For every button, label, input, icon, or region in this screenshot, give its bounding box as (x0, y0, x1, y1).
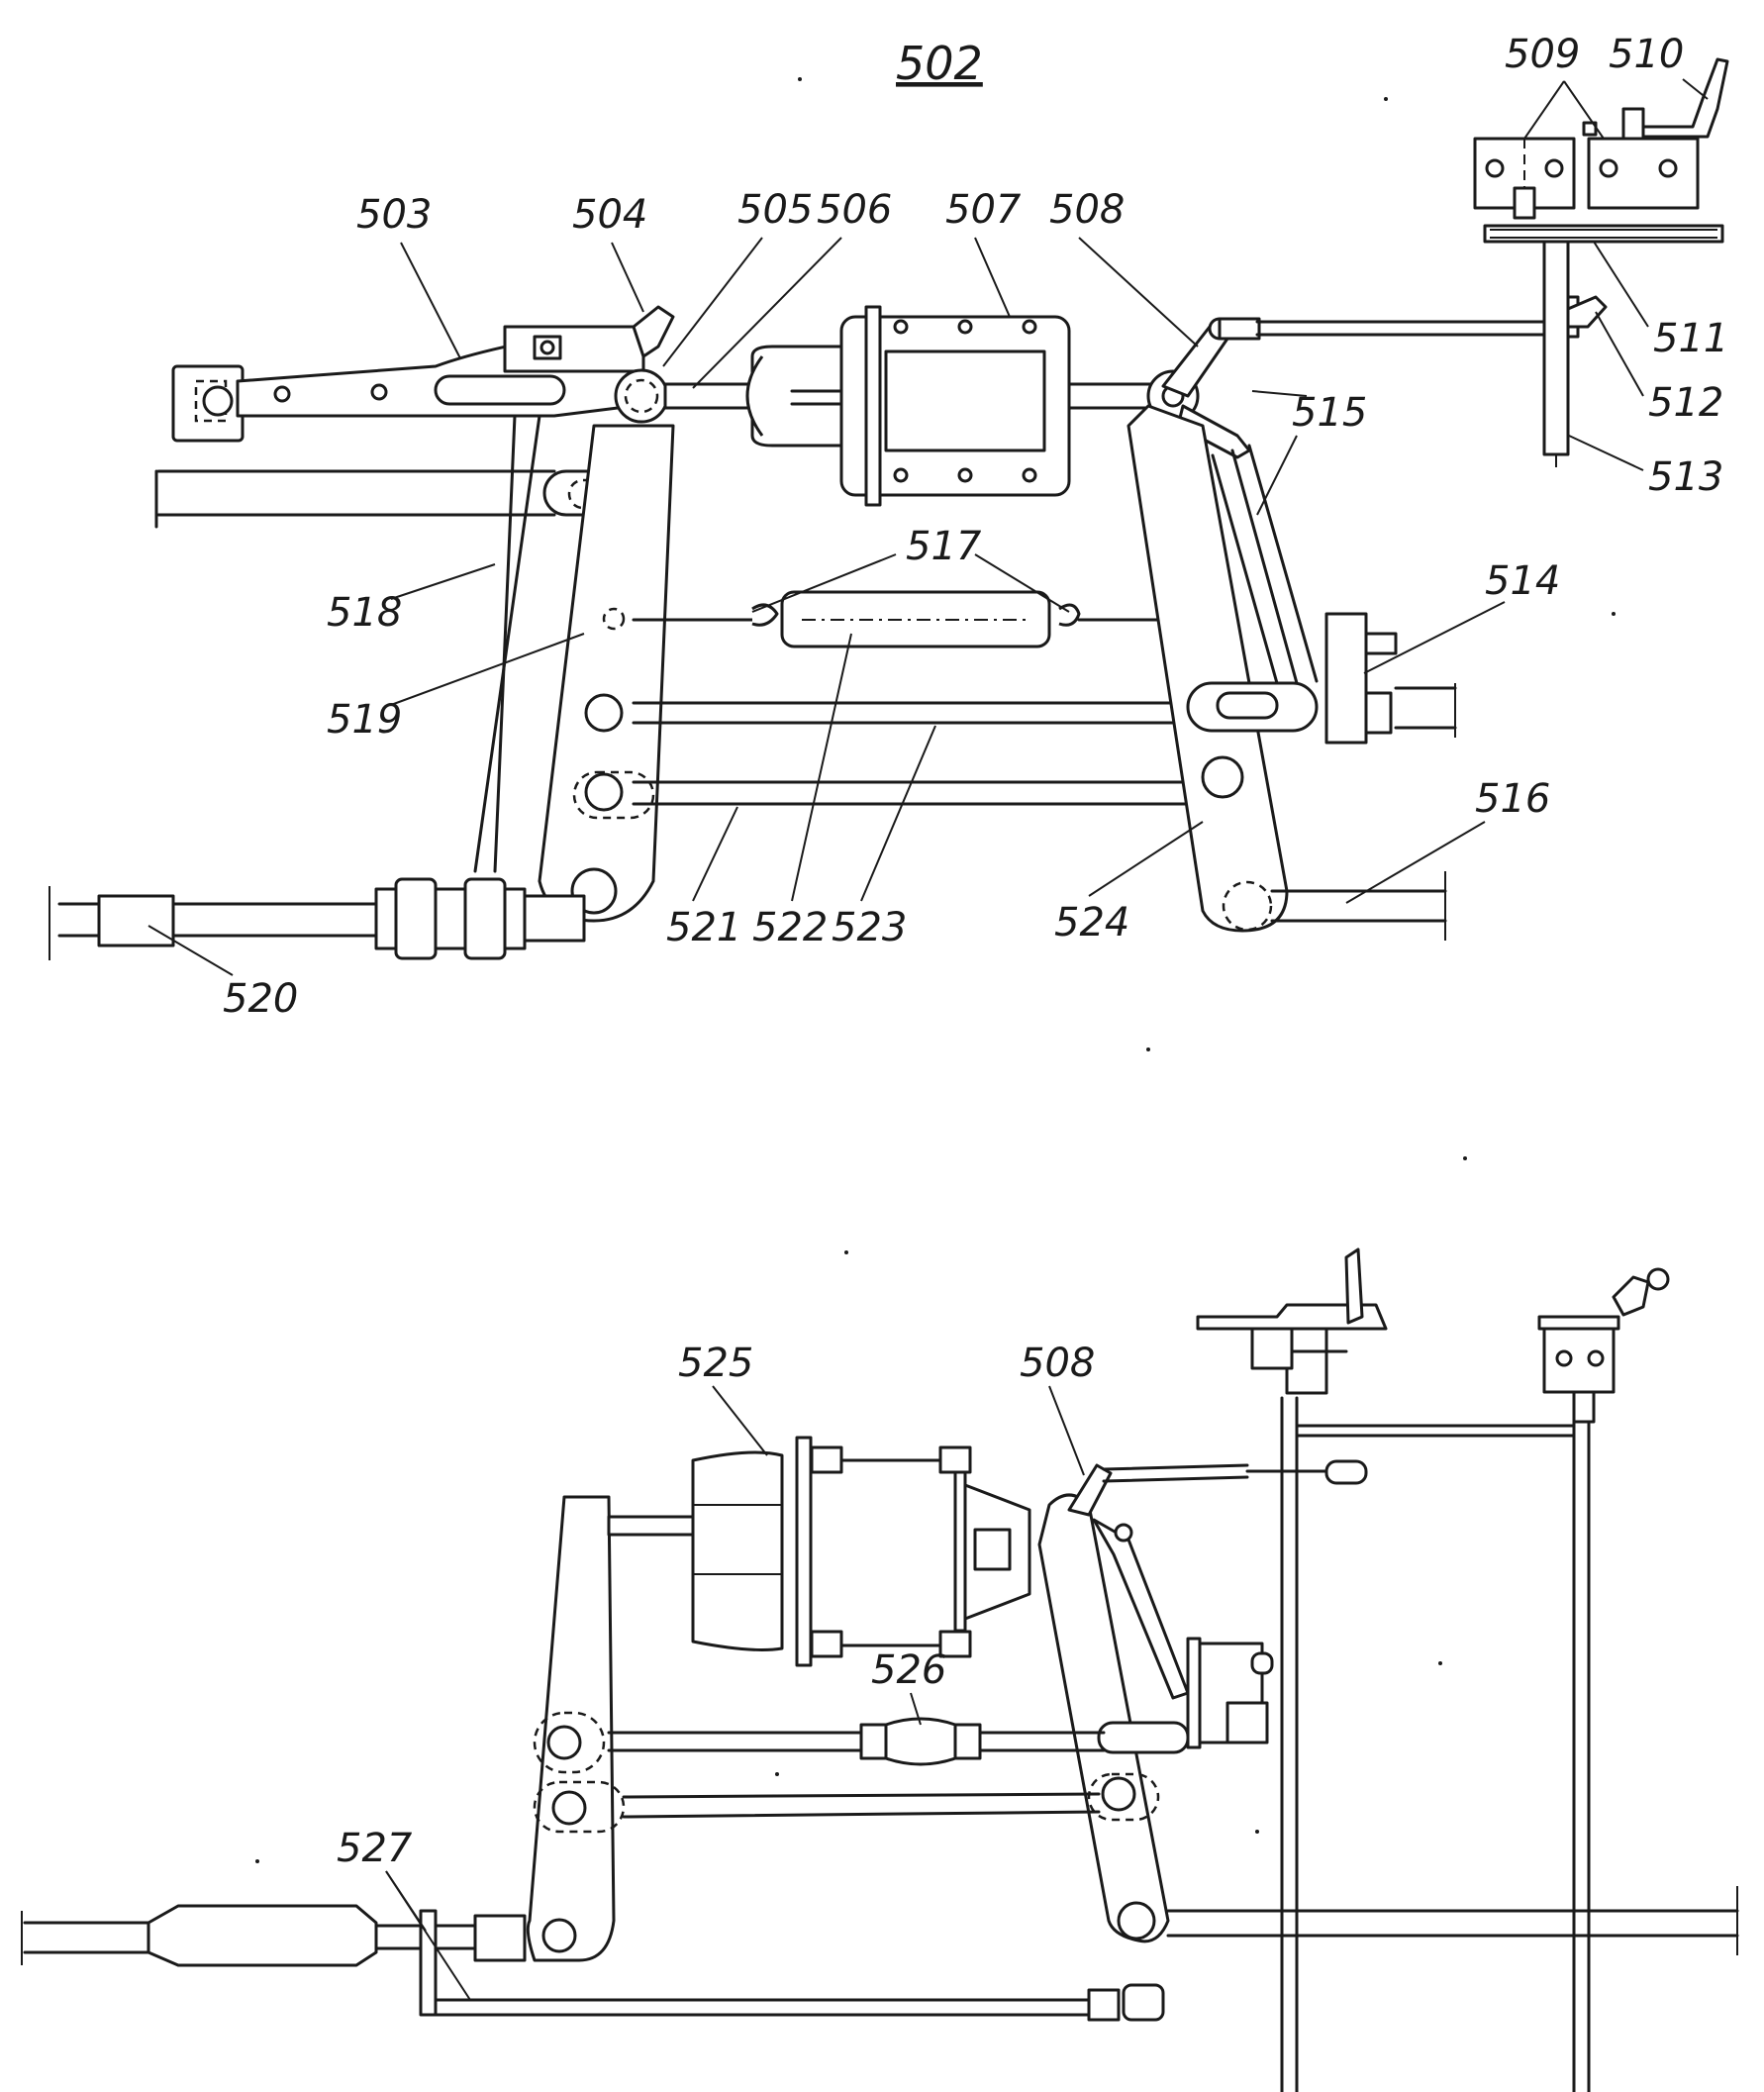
label-525: 525 (678, 1341, 753, 1386)
lever-524 (1127, 404, 1289, 933)
label-504: 504 (572, 192, 647, 238)
frame-posts (1166, 1396, 1739, 2092)
rod-506 (663, 382, 756, 410)
label-506: 506 (817, 187, 892, 233)
label-505: 505 (737, 187, 813, 233)
label-513: 513 (1648, 454, 1723, 500)
bottom-switch-right (1537, 1267, 1670, 1424)
label-523: 523 (832, 905, 907, 950)
rod-516 (1270, 871, 1447, 941)
strut-518 (473, 414, 541, 873)
label-516: 516 (1475, 776, 1550, 822)
bottom-switch-left (1196, 1247, 1388, 1395)
label-509: 509 (1505, 32, 1580, 77)
rod-520 (49, 877, 586, 960)
label-524: 524 (1054, 900, 1129, 946)
switch-assembly-509-513 (1473, 57, 1729, 467)
connector-514 (1186, 612, 1457, 745)
pivot-505 (614, 368, 669, 424)
bottom-right-arm (1037, 1493, 1170, 1943)
cylinder-525 (607, 1436, 1031, 1667)
actuator-507 (745, 305, 1160, 507)
label-517: 517 (906, 524, 982, 569)
label-515: 515 (1292, 390, 1367, 436)
rod-523 (632, 701, 1190, 725)
label-512: 512 (1648, 380, 1723, 426)
label-518: 518 (327, 590, 402, 636)
labels-top: 503 504 505 506 507 508 509 510 511 512 … (147, 32, 1728, 1022)
label-527: 527 (337, 1826, 413, 1871)
labels-bottom: 525 508 526 527 (337, 1341, 1095, 2001)
label-507: 507 (945, 187, 1022, 233)
crank-508 (1146, 317, 1261, 459)
label-520: 520 (223, 976, 298, 1022)
label-514: 514 (1485, 558, 1560, 604)
bottom-assembly: 525 508 526 527 (21, 77, 1739, 2092)
figure-title: 502 (896, 37, 983, 90)
rod-515 (1211, 444, 1319, 685)
label-508: 508 (1049, 187, 1125, 233)
top-assembly: 502 (49, 32, 1729, 1022)
rod-521 (632, 780, 1229, 806)
label-522: 522 (752, 905, 828, 950)
label-526: 526 (871, 1647, 946, 1693)
label-510: 510 (1609, 32, 1684, 77)
bottom-connector (1097, 1637, 1274, 1754)
label-519: 519 (327, 697, 402, 743)
latch-504 (632, 305, 675, 358)
spring-517-522 (632, 590, 1210, 648)
turnbuckle-526 (859, 1717, 982, 1766)
label-508-bottom: 508 (1020, 1341, 1095, 1386)
label-511: 511 (1653, 316, 1728, 361)
rod-527 (21, 1904, 1165, 2022)
label-521: 521 (666, 905, 741, 950)
label-503: 503 (356, 192, 432, 238)
lever-arm-503 (171, 325, 645, 443)
